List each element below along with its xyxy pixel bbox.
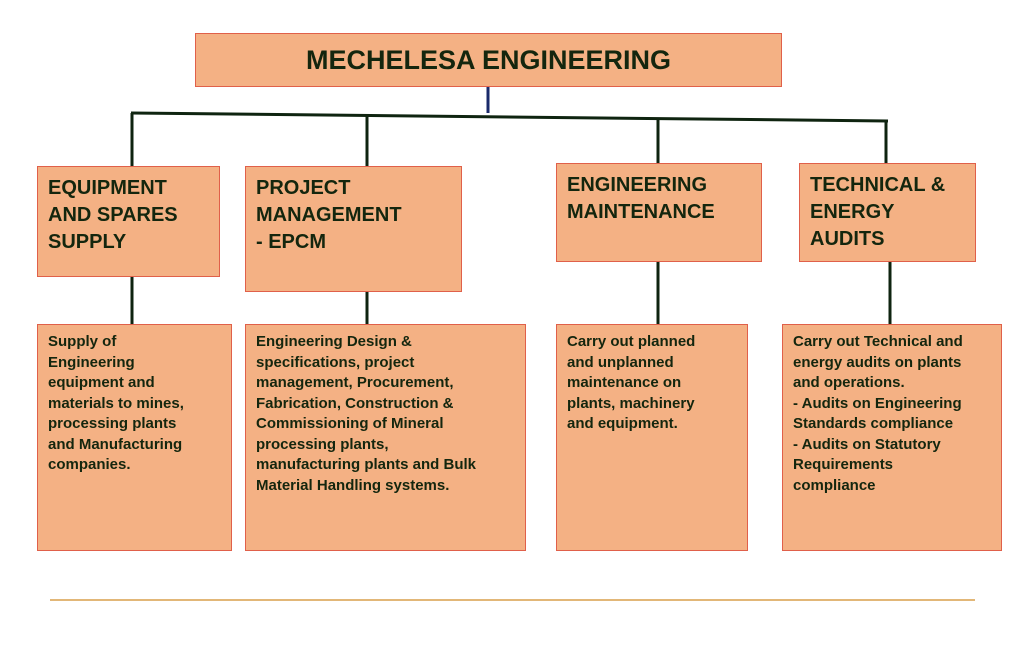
horizontal-bus — [130, 111, 889, 123]
division-description-maintenance: Carry out planned and unplanned maintena… — [556, 324, 748, 551]
division-heading-audits: TECHNICAL & ENERGY AUDITS — [799, 163, 976, 262]
division-heading-maintenance: ENGINEERING MAINTENANCE — [556, 163, 762, 262]
division-heading-equipment: EQUIPMENT AND SPARES SUPPLY — [37, 166, 220, 277]
root-node-title: MECHELESA ENGINEERING — [195, 33, 782, 87]
division-description-project-management: Engineering Design & specifications, pro… — [245, 324, 526, 551]
division-heading-project-management: PROJECT MANAGEMENT - EPCM — [245, 166, 462, 292]
division-description-audits: Carry out Technical and energy audits on… — [782, 324, 1002, 551]
division-description-equipment: Supply of Engineering equipment and mate… — [37, 324, 232, 551]
